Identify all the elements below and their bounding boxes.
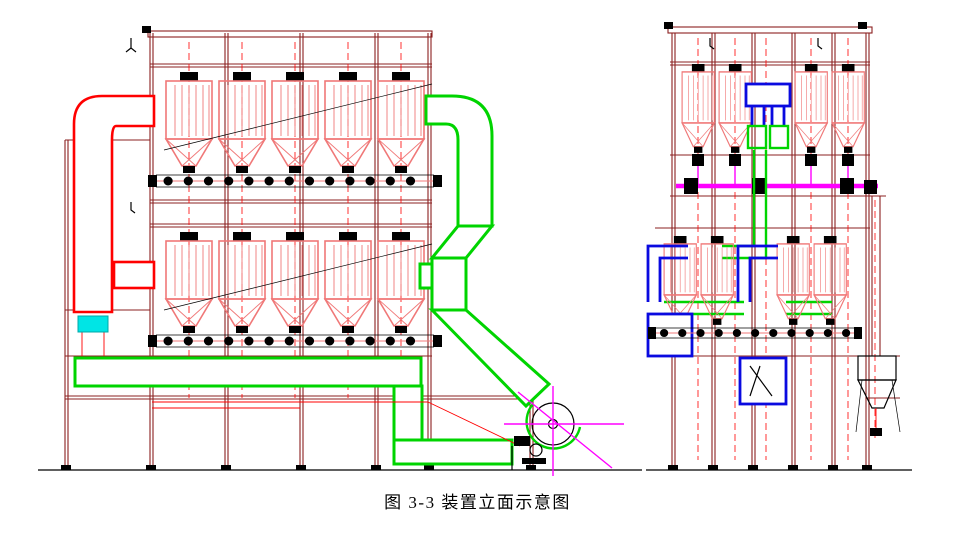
hopper-unit xyxy=(700,235,735,326)
thin-red-piping xyxy=(152,401,521,447)
drop-pipe-and-cyclone xyxy=(855,196,901,436)
right-top-hopper-row xyxy=(681,63,866,166)
cyan-damper xyxy=(77,315,109,333)
blue-hatch-box xyxy=(738,356,788,406)
red-inlet-duct xyxy=(72,94,156,356)
right-frame xyxy=(646,22,912,471)
right-conveyor xyxy=(648,327,862,339)
bottom-green-duct xyxy=(73,356,514,466)
green-outlet-duct xyxy=(418,94,552,409)
right-elevation-view xyxy=(646,22,912,471)
hopper-unit xyxy=(663,235,698,326)
hopper-unit xyxy=(813,235,848,326)
bottom-pump xyxy=(511,436,546,470)
hopper-unit xyxy=(776,235,811,326)
left-elevation-view xyxy=(38,26,642,476)
left-bottom-conveyor xyxy=(148,334,442,348)
fan-and-crosshair xyxy=(504,386,624,476)
centerlines-left xyxy=(188,42,402,398)
hoist-hook-icon xyxy=(709,38,823,50)
hoist-hook-icon xyxy=(125,38,137,214)
figure-caption: 图 3-3 装置立面示意图 xyxy=(384,493,571,512)
blue-tee-duct-top xyxy=(744,82,792,150)
left-top-conveyor xyxy=(148,174,442,188)
green-pipes-right xyxy=(664,150,832,316)
bracing-left xyxy=(163,83,433,311)
magenta-pipe xyxy=(676,166,878,194)
